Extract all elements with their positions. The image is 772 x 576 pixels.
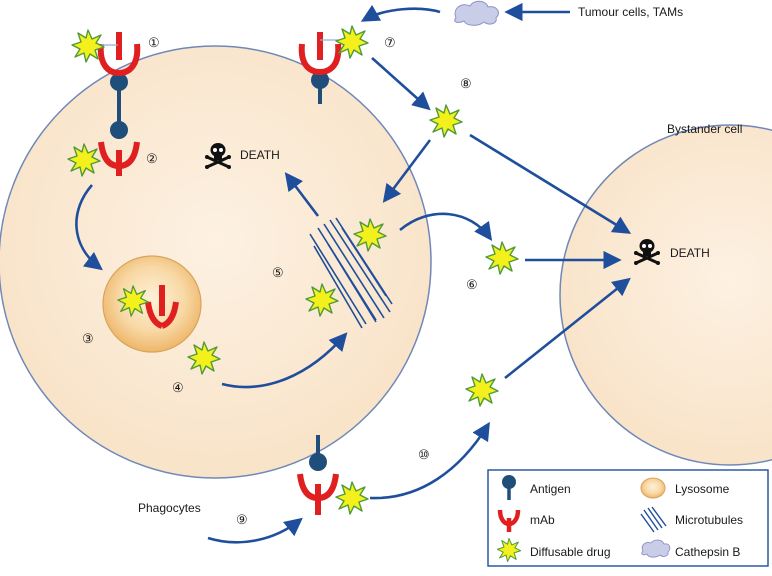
drug-diffused-icon [485, 241, 519, 275]
antigen-icon [311, 71, 329, 89]
antigen-icon [309, 453, 327, 471]
arrow-back-to-cell [382, 139, 432, 203]
legend-cathepsin-label: Cathepsin B [675, 545, 740, 559]
arrow-release-to-microtubules [221, 332, 348, 389]
step-1: ① [148, 35, 160, 50]
legend-microtubules-label: Microtubules [675, 513, 743, 527]
drug-starburst-icon [335, 481, 369, 515]
adc-complex-internalised [67, 121, 140, 177]
arrow-from-phagocyte-drug [504, 277, 631, 380]
tumour-cells-label: Tumour cells, TAMs [578, 5, 683, 19]
legend-lysosome-label: Lysosome [675, 482, 730, 496]
step-5: ⑤ [272, 265, 284, 280]
arrow-to-bystander [469, 133, 632, 234]
mab-arm-left [145, 301, 164, 329]
step-4: ④ [172, 380, 184, 395]
bystander-cell-label: Bystander cell [667, 122, 742, 136]
legend-mab-label: mAb [530, 513, 555, 527]
legend-drug: Diffusable drug [496, 537, 611, 563]
arrow-to-death [284, 172, 320, 217]
adc-complex-phagocyte [297, 435, 369, 515]
legend-microtubules-icon [640, 506, 667, 533]
antigen-icon [110, 121, 128, 139]
cathepsin-cloud-icon [641, 539, 671, 558]
step-9: ⑨ [236, 512, 248, 527]
adc-complex-extracellular [298, 25, 369, 104]
step-7: ⑦ [384, 35, 396, 50]
step-3: ③ [82, 331, 94, 346]
arrow-from-cathepsin [360, 4, 441, 22]
phagocytes-label: Phagocytes [138, 501, 201, 515]
drug-extracellular-icon [429, 104, 463, 138]
arrows [75, 2, 632, 544]
step-8: ⑧ [460, 76, 472, 91]
arrow-phagocyte-release [369, 421, 490, 500]
arrow-diffuse-out [399, 212, 493, 241]
cathepsin-cloud-icon [454, 0, 499, 26]
mab-in-lysosome [145, 285, 179, 329]
step-10: ⑩ [418, 447, 430, 462]
legend-mab: mAb [497, 509, 555, 532]
death-label-target: DEATH [240, 148, 280, 162]
step-numbers: ① ② ③ ④ ⑤ ⑥ ⑦ ⑧ ⑨ ⑩ [82, 35, 478, 527]
lysosome-icon [640, 477, 666, 499]
antigen-icon [502, 475, 516, 489]
legend: Antigen mAb Diffusable drug Lysosome Mic… [487, 469, 769, 567]
legend-box [487, 469, 769, 567]
legend-lysosome: Lysosome [640, 477, 730, 499]
step-6: ⑥ [466, 277, 478, 292]
legend-antigen: Antigen [502, 475, 571, 500]
arrow-extracellular-cleavage [371, 57, 431, 111]
mab-icon [97, 43, 141, 77]
microtubule-bundle-icon [309, 217, 393, 329]
mab-arm-right [160, 301, 179, 329]
death-label-bystander: DEATH [670, 246, 710, 260]
legend-drug-label: Diffusable drug [530, 545, 611, 559]
target-cell [0, 45, 432, 479]
lysosome [102, 255, 202, 353]
drug-phagocyte-released-icon [465, 373, 499, 407]
arrow-phagocytes [207, 517, 303, 544]
bystander-cell [559, 124, 772, 466]
step-2: ② [146, 151, 158, 166]
arrow-internalisation [75, 184, 103, 271]
mab-icon [298, 43, 342, 76]
antigen-icon [110, 73, 128, 91]
legend-cathepsin: Cathepsin B [641, 539, 740, 559]
legend-antigen-label: Antigen [530, 482, 571, 496]
